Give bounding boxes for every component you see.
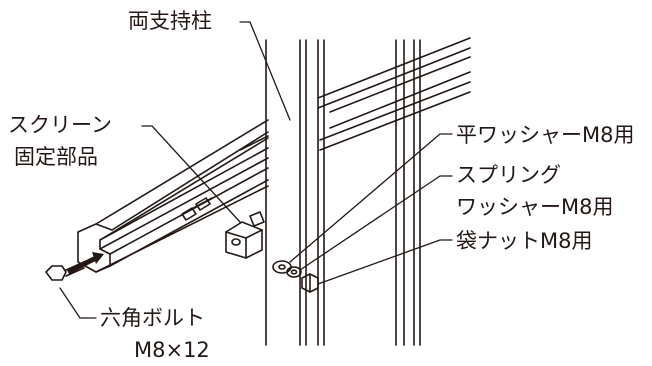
label-flat-washer: 平ワッシャーM8用 <box>456 123 635 147</box>
screen-rail <box>77 119 269 273</box>
cap-nut <box>301 273 319 293</box>
back-rail <box>317 37 471 151</box>
label-screen-part-line1: スクリーン <box>8 113 112 137</box>
leader-lines <box>59 21 453 319</box>
post <box>265 39 421 346</box>
label-post: 両支持柱 <box>128 9 212 33</box>
label-spring-washer-line2: ワッシャーM8用 <box>456 195 614 219</box>
spring-washer <box>286 266 302 278</box>
insert-arrow <box>66 252 104 275</box>
label-cap-nut: 袋ナットM8用 <box>456 229 593 253</box>
label-hex-bolt-line1: 六角ボルト <box>100 306 205 330</box>
label-screen-part-line2: 固定部品 <box>14 145 98 169</box>
label-hex-bolt-line2: M8×12 <box>134 338 210 362</box>
fixing-bracket <box>225 211 265 259</box>
rail-studs <box>181 197 213 221</box>
label-spring-washer-line1: スプリング <box>456 163 561 187</box>
flat-washer <box>272 260 292 274</box>
